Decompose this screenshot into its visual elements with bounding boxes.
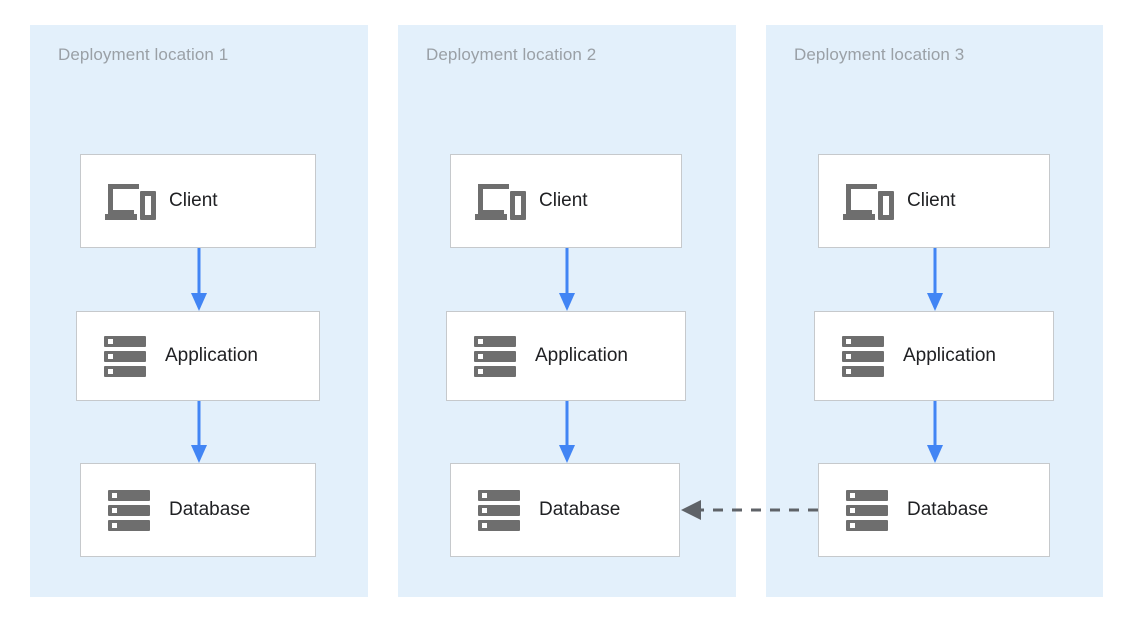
server-icon — [108, 490, 150, 531]
client-devices-icon — [105, 184, 156, 220]
node-application-2[interactable]: Application — [446, 311, 686, 401]
node-label: Database — [907, 499, 989, 520]
application-to-database-arrow — [191, 401, 207, 463]
node-label: Client — [539, 190, 588, 211]
client-to-application-arrow — [927, 248, 943, 311]
node-client-1[interactable]: Client — [80, 154, 316, 248]
server-icon — [842, 336, 884, 377]
node-application-3[interactable]: Application — [814, 311, 1054, 401]
panel-title-2: Deployment location 2 — [426, 45, 597, 64]
panel-title-3: Deployment location 3 — [794, 45, 965, 64]
server-icon — [469, 333, 525, 379]
node-database-3[interactable]: Database — [818, 463, 1050, 557]
server-icon — [841, 487, 897, 533]
server-icon — [474, 336, 516, 377]
client-to-application-arrow — [191, 248, 207, 311]
server-icon — [99, 333, 155, 379]
application-to-database-arrow — [559, 401, 575, 463]
client-devices-icon — [103, 178, 159, 224]
node-client-3[interactable]: Client — [818, 154, 1050, 248]
node-client-2[interactable]: Client — [450, 154, 682, 248]
node-label: Database — [539, 499, 621, 520]
server-icon — [837, 333, 893, 379]
node-label: Client — [169, 190, 218, 211]
server-icon — [478, 490, 520, 531]
node-label: Application — [903, 345, 996, 366]
client-to-application-arrow — [559, 248, 575, 311]
node-label: Client — [907, 190, 956, 211]
client-devices-icon — [843, 184, 894, 220]
node-label: Application — [535, 345, 628, 366]
server-icon — [103, 487, 159, 533]
client-devices-icon — [841, 178, 897, 224]
server-icon — [846, 490, 888, 531]
node-label: Database — [169, 499, 251, 520]
server-icon — [473, 487, 529, 533]
database-replication-arrow — [681, 500, 818, 520]
panel-title-1: Deployment location 1 — [58, 45, 229, 64]
server-icon — [104, 336, 146, 377]
client-devices-icon — [475, 184, 526, 220]
node-database-1[interactable]: Database — [80, 463, 316, 557]
node-database-2[interactable]: Database — [450, 463, 680, 557]
node-application-1[interactable]: Application — [76, 311, 320, 401]
application-to-database-arrow — [927, 401, 943, 463]
client-devices-icon — [473, 178, 529, 224]
node-label: Application — [165, 345, 258, 366]
